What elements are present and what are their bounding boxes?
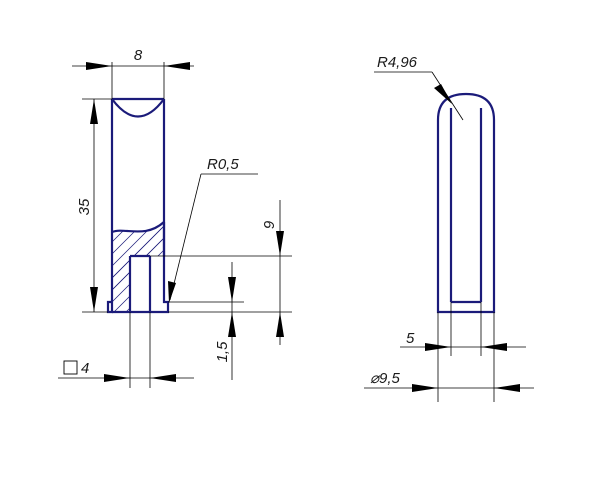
arrow-head (164, 62, 190, 70)
section-hatching (112, 222, 164, 312)
arrow-head (90, 287, 98, 312)
arrow-head (86, 62, 112, 70)
dim-step-15: 1,5 (168, 262, 244, 380)
arrow-head (150, 374, 176, 382)
label-radius: R4,96 (377, 54, 418, 71)
left-part-outline (106, 97, 170, 314)
dim-height-35: 35 (76, 98, 112, 313)
label-step: 1,5 (214, 341, 231, 363)
label-width: 8 (134, 47, 143, 64)
dim-square-4: 4 (58, 312, 194, 388)
arrow-head (228, 312, 236, 337)
arrow-head (104, 374, 130, 382)
left-view: 8 35 R0,5 9 (58, 47, 292, 388)
arrow-head (228, 277, 236, 302)
dim-fillet-r05: R0,5 (168, 156, 258, 303)
arrow-head (276, 231, 284, 256)
right-view: R4,96 5 ⌀9,5 (364, 54, 534, 402)
dim-diameter-95: ⌀9,5 (364, 312, 534, 402)
arrow-head (412, 384, 438, 392)
label-slot-depth: 9 (261, 220, 278, 229)
right-part-outline (436, 92, 496, 314)
arrow-head (434, 84, 452, 104)
label-diameter: ⌀9,5 (370, 370, 401, 387)
label-slot-width: 5 (406, 330, 415, 347)
label-height: 35 (76, 198, 93, 215)
dim-width-8: 8 (72, 47, 194, 99)
arrow-head (90, 99, 98, 124)
square-symbol (63, 360, 78, 375)
label-fillet: R0,5 (207, 156, 239, 173)
dim-slot-width-5: 5 (400, 302, 526, 356)
arrow-head (168, 281, 176, 303)
arrow-head (494, 384, 520, 392)
dim-slot-9: 9 (150, 200, 292, 345)
label-square: 4 (81, 360, 89, 377)
dim-radius-r496: R4,96 (374, 54, 464, 121)
